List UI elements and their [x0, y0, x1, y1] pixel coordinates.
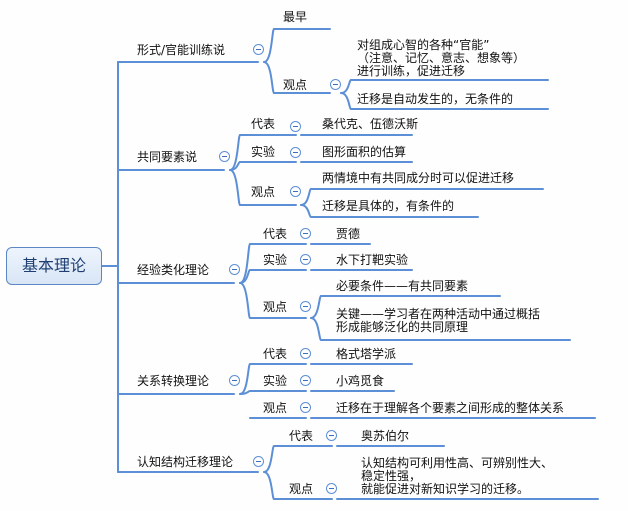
branch-label-formal-discipline[interactable]: 形式/官能训练说 — [137, 43, 226, 57]
value-text: 对组成心智的各种“官能” （注意、记忆、意志、想象等） 进行训练，促进迁移 — [357, 38, 526, 78]
collapse-minus-icon[interactable] — [290, 186, 301, 197]
connector-line — [229, 169, 241, 206]
item-label-representative[interactable]: 代表 — [263, 347, 288, 361]
item-label-experiment[interactable]: 实验 — [263, 253, 288, 267]
value-text: 认知结构可利用性高、可辨别性大、 稳定性强， 就能促进对新知识学习的迁移。 — [361, 456, 554, 496]
collapse-minus-icon[interactable] — [229, 375, 240, 386]
connector-line — [340, 79, 352, 94]
value-text: 贾德 — [336, 227, 361, 241]
value-text: 迁移是自动发生的，无条件的 — [357, 92, 514, 106]
item-label-viewpoint[interactable]: 观点 — [289, 482, 314, 496]
collapse-minus-icon[interactable] — [300, 348, 311, 359]
connector-line — [239, 363, 251, 395]
item-label-representative[interactable]: 代表 — [263, 227, 288, 241]
collapse-minus-icon[interactable] — [300, 402, 311, 413]
root-topic-label: 基本理论 — [21, 256, 86, 275]
item-label-earliest[interactable]: 最早 — [283, 10, 308, 24]
item-label-viewpoint[interactable]: 观点 — [263, 401, 288, 415]
connector-line — [300, 204, 312, 218]
collapse-minus-icon[interactable] — [326, 483, 337, 494]
item-label-viewpoint[interactable]: 观点 — [251, 185, 276, 199]
collapse-minus-icon[interactable] — [290, 121, 301, 132]
collapse-minus-icon[interactable] — [326, 430, 337, 441]
branch-label-generalization[interactable]: 经验类化理论 — [137, 263, 210, 277]
collapse-minus-icon[interactable] — [253, 456, 264, 467]
connector-line — [310, 295, 322, 319]
value-text: 迁移是具体的，有条件的 — [322, 199, 455, 213]
collapse-minus-icon[interactable] — [219, 151, 230, 162]
item-label-representative[interactable]: 代表 — [251, 117, 276, 131]
value-text: 格式塔学派 — [336, 347, 397, 361]
value-text: 两情境中有共同成分时可以促进迁移 — [322, 171, 515, 185]
connector-line — [239, 282, 251, 319]
branch-label-transposition[interactable]: 关系转换理论 — [137, 374, 210, 388]
connector-line — [310, 317, 322, 341]
value-text: 关键——学习者在两种活动中通过概括 形成能够泛化的共同原理 — [336, 307, 541, 334]
connector-line — [263, 471, 275, 500]
collapse-minus-icon[interactable] — [300, 228, 311, 239]
connector-line — [300, 188, 312, 206]
branch-label-identical-elements[interactable]: 共同要素说 — [137, 150, 198, 164]
collapse-minus-icon[interactable] — [300, 254, 311, 265]
connector-line — [263, 445, 275, 473]
collapse-minus-icon[interactable] — [300, 375, 311, 386]
item-label-experiment[interactable]: 实验 — [251, 145, 276, 159]
collapse-minus-icon[interactable] — [253, 44, 264, 55]
item-label-viewpoint[interactable]: 观点 — [263, 300, 288, 314]
connector-line — [263, 61, 275, 94]
value-text: 迁移在于理解各个要素之间形成的整体关系 — [336, 401, 565, 415]
collapse-minus-icon[interactable] — [229, 264, 240, 275]
item-label-representative[interactable]: 代表 — [289, 429, 314, 443]
value-text: 图形面积的估算 — [322, 145, 407, 159]
item-label-viewpoint[interactable]: 观点 — [283, 78, 308, 92]
connector-line — [263, 28, 275, 63]
collapse-minus-icon[interactable] — [300, 301, 311, 312]
root-topic[interactable]: 基本理论 — [6, 247, 102, 285]
collapse-minus-icon[interactable] — [290, 147, 301, 158]
value-text: 必要条件——有共同要素 — [336, 279, 469, 293]
value-text: 奥苏伯尔 — [361, 429, 410, 443]
collapse-minus-icon[interactable] — [330, 79, 341, 90]
item-label-experiment[interactable]: 实验 — [263, 374, 288, 388]
value-text: 小鸡觅食 — [336, 374, 385, 388]
connector-line — [340, 92, 352, 110]
connector-line — [239, 243, 251, 284]
branch-label-cognitive-structure[interactable]: 认知结构迁移理论 — [137, 455, 234, 469]
value-text: 桑代克、伍德沃斯 — [322, 117, 419, 131]
value-text: 水下打靶实验 — [336, 253, 409, 267]
